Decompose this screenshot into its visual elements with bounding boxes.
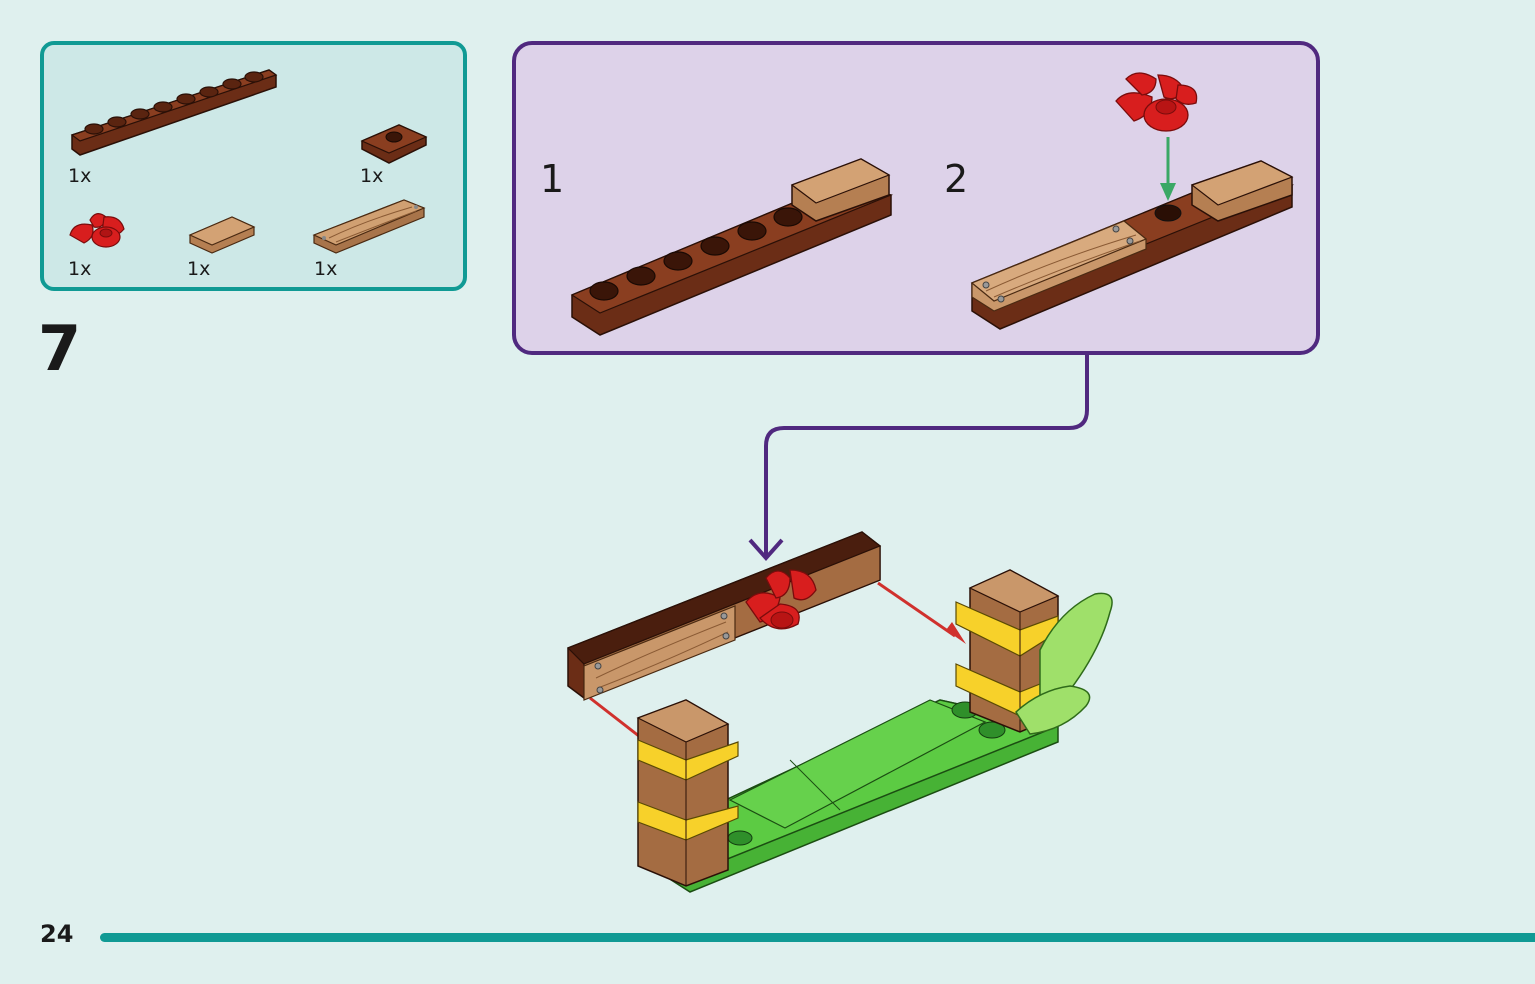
part-flower-icon [69, 213, 125, 248]
part-qty-label: 1x [314, 258, 338, 280]
part-qty-label: 1x [68, 258, 92, 280]
part-tile-1x2-icon [188, 216, 256, 254]
step-number: 7 [38, 312, 82, 385]
parts-list-box: 1x 1x 1x 1x 1x [40, 41, 467, 291]
page-footer-rule [100, 933, 1535, 942]
part-qty-label: 1x [360, 165, 384, 187]
substep-box: 1 2 [512, 41, 1320, 355]
part-plate-1x8-icon [70, 69, 278, 156]
part-plate-1x2-icon [360, 124, 428, 164]
page-number: 24 [40, 920, 74, 948]
part-qty-label: 1x [187, 258, 211, 280]
substep-number: 2 [944, 157, 969, 201]
part-wood-tile-icon [312, 199, 426, 254]
substep-number: 1 [540, 157, 565, 201]
substep-2-assembly-icon [970, 72, 1295, 330]
substep-1-assembly-icon [570, 158, 894, 336]
part-qty-label: 1x [68, 165, 92, 187]
